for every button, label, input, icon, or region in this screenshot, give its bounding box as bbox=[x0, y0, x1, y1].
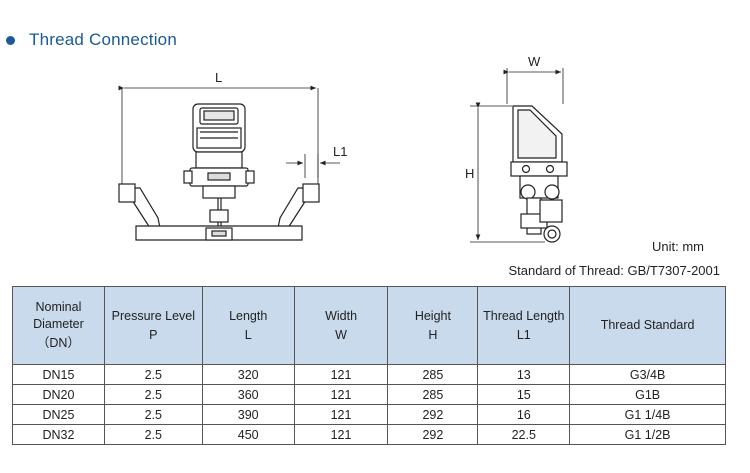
cell-length: 390 bbox=[201, 404, 295, 425]
side-view bbox=[470, 68, 568, 243]
cell-thread-standard: G1B bbox=[569, 384, 726, 405]
cell-width: 121 bbox=[293, 384, 389, 405]
section-header: Thread Connection bbox=[6, 28, 177, 52]
bullet-icon bbox=[6, 35, 15, 45]
cell-pressure: 2.5 bbox=[103, 404, 203, 425]
cell-width: 121 bbox=[293, 424, 389, 445]
table-row: DN15 2.5 320 121 285 13 G3/4B bbox=[12, 364, 726, 385]
unit-note: Unit: mm bbox=[652, 239, 704, 254]
cell-height: 285 bbox=[387, 384, 479, 405]
section-title: Thread Connection bbox=[29, 30, 177, 49]
thread-standard-note: Standard of Thread: GB/T7307-2001 bbox=[508, 263, 720, 278]
dim-label-L1: L1 bbox=[333, 144, 347, 159]
cell-length: 360 bbox=[201, 384, 295, 405]
cell-width: 121 bbox=[293, 404, 389, 425]
header-thread-standard: Thread Standard bbox=[569, 286, 726, 365]
table-row: DN32 2.5 450 121 292 22.5 G1 1/2B bbox=[12, 424, 726, 445]
cell-pressure: 2.5 bbox=[103, 364, 203, 385]
standard-label: Standard of Thread: bbox=[508, 263, 624, 278]
header-nominal-diameter: Nominal Diameter（DN） bbox=[12, 286, 105, 365]
meter-dimension-drawing: L L1 W H bbox=[118, 54, 568, 243]
dim-label-H: H bbox=[465, 166, 474, 181]
cell-thread-length: 22.5 bbox=[477, 424, 571, 445]
cell-thread-standard: G1 1/4B bbox=[569, 404, 726, 425]
front-view bbox=[118, 85, 340, 241]
cell-width: 121 bbox=[293, 364, 389, 385]
dim-label-L: L bbox=[215, 70, 222, 85]
dim-label-W: W bbox=[528, 54, 541, 69]
unit-value: mm bbox=[682, 239, 704, 254]
cell-dn: DN32 bbox=[12, 424, 105, 445]
table-row: DN25 2.5 390 121 292 16 G1 1/4B bbox=[12, 404, 726, 425]
cell-height: 292 bbox=[387, 424, 479, 445]
cell-height: 292 bbox=[387, 404, 479, 425]
cell-height: 285 bbox=[387, 364, 479, 385]
standard-value: GB/T7307-2001 bbox=[627, 263, 720, 278]
cell-thread-length: 15 bbox=[477, 384, 571, 405]
cell-dn: DN15 bbox=[12, 364, 105, 385]
table-row: DN20 2.5 360 121 285 15 G1B bbox=[12, 384, 726, 405]
cell-length: 320 bbox=[201, 364, 295, 385]
cell-thread-standard: G1 1/2B bbox=[569, 424, 726, 445]
cell-pressure: 2.5 bbox=[103, 424, 203, 445]
unit-label: Unit: bbox=[651, 239, 679, 254]
cell-length: 450 bbox=[201, 424, 295, 445]
cell-thread-standard: G3/4B bbox=[569, 364, 726, 385]
cell-pressure: 2.5 bbox=[103, 384, 203, 405]
cell-dn: DN25 bbox=[12, 404, 105, 425]
cell-thread-length: 13 bbox=[477, 364, 571, 385]
cell-thread-length: 16 bbox=[477, 404, 571, 425]
cell-dn: DN20 bbox=[12, 384, 105, 405]
